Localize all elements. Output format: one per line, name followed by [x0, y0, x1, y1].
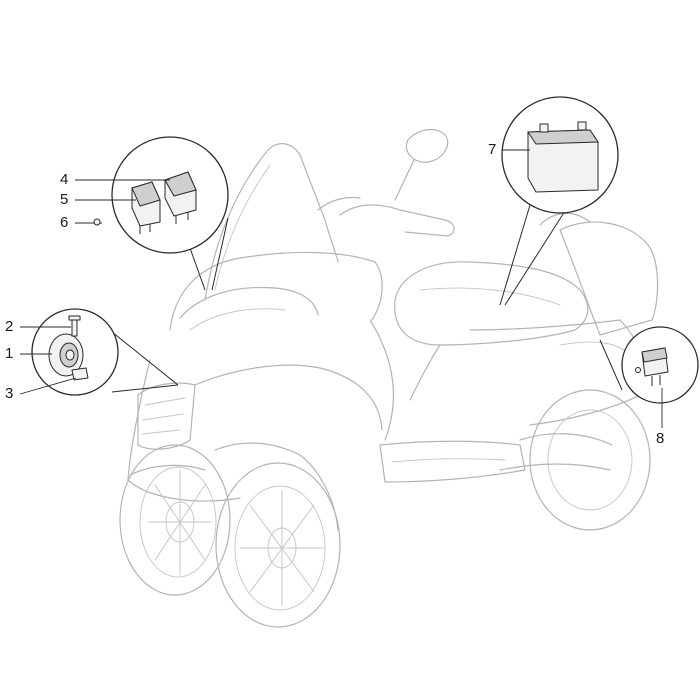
- callout-3: 3: [5, 385, 14, 402]
- callout-1: 1: [5, 345, 14, 362]
- horn-bolt-icon: [71, 317, 78, 337]
- switch-detail-bubble: [599, 326, 699, 404]
- relay-detail-bubble: [111, 136, 229, 291]
- callout-4: 4: [60, 171, 69, 188]
- scooter-outline: [119, 129, 659, 628]
- callout-7: 7: [488, 141, 497, 158]
- callout-6: 6: [60, 214, 69, 231]
- callout-5: 5: [60, 191, 69, 208]
- callout-lines: [19, 149, 663, 428]
- horn-detail-bubble: [31, 308, 179, 396]
- battery-detail-bubble: [499, 96, 619, 306]
- callout-8: 8: [656, 430, 665, 447]
- horn-nut-icon: [71, 367, 89, 381]
- callout-2: 2: [5, 318, 14, 335]
